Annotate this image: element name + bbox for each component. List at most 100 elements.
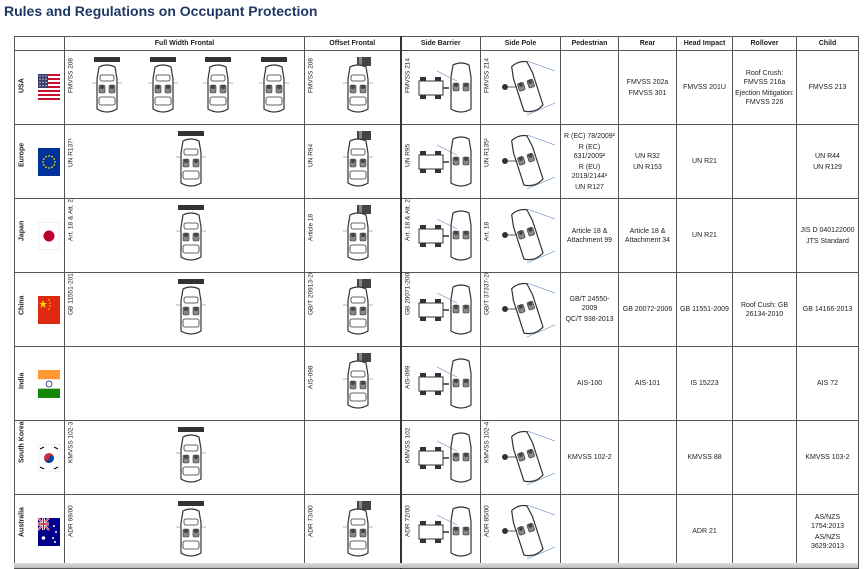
rear-cell	[618, 494, 677, 569]
japan-flag-icon	[38, 221, 60, 250]
car-crash-diagram	[343, 204, 374, 261]
regulation-label: Article 18	[307, 213, 315, 241]
country-cell: India	[14, 346, 65, 421]
regulation-text: Article 18 & Attachment 34	[624, 227, 671, 244]
pedestrian-cell: Article 18 & Attachment 99	[560, 198, 619, 273]
regulation-text: AS/NZS 1754:2013	[810, 513, 845, 530]
regulation-label: FMVSS 208	[67, 57, 75, 93]
country-name: USA	[18, 77, 26, 93]
country-name: South Korea	[18, 420, 26, 463]
regulation-text: KMVSS 102-2	[567, 454, 612, 461]
regulation-label: FMVSS 214	[404, 57, 411, 93]
regulation-text: R (EU) 2019/2144²	[571, 163, 608, 180]
regulation-label: UN R95	[404, 143, 411, 167]
rollover-cell	[732, 420, 797, 495]
regulation-text: JTS Standard	[806, 237, 849, 245]
side-pole-cell: KMVSS 102-4	[480, 420, 561, 495]
regulation-text: IS 15223	[690, 380, 719, 387]
country-cell: China	[14, 272, 65, 347]
regulation-label: FMVSS 214	[483, 57, 491, 93]
regulation-label: ADR 69/00	[67, 504, 75, 537]
regulation-text: Article 18 & Attachment 99	[566, 227, 613, 244]
side-pole-diagram	[501, 282, 555, 337]
regulation-label: GB 11551-2014	[67, 272, 75, 315]
column-header-3: Side Barrier	[399, 36, 481, 51]
side-barrier-cell: Art. 18 & Att. 24	[399, 198, 481, 273]
regulation-text: UN R127	[575, 183, 604, 191]
car-crash-diagram	[175, 130, 206, 187]
head-impact-cell: ADR 21	[676, 494, 733, 569]
regulation-text: FMVSS 301	[628, 89, 667, 97]
country-name: Europe	[18, 142, 26, 167]
car-crash-diagram	[91, 56, 122, 113]
column-header-0	[14, 36, 65, 51]
side-barrier-diagram	[418, 209, 472, 261]
offset-frontal-cell: ADR 73/00	[304, 494, 401, 569]
regulation-label: UN R94	[307, 143, 315, 167]
side-pole-diagram	[501, 430, 555, 485]
car-crash-diagram	[343, 56, 374, 113]
side-barrier-cell: GB 20071-2006	[399, 272, 481, 347]
side-barrier-diagram	[418, 61, 472, 113]
regulation-text: UN R21	[692, 158, 717, 165]
country-cell: Japan	[14, 198, 65, 273]
car-crash-diagram	[147, 56, 178, 113]
side-barrier-diagram	[418, 357, 472, 409]
full-width-frontal-cell: FMVSS 208	[64, 50, 305, 125]
regulation-text: Roof Crush: FMVSS 216a	[743, 69, 786, 86]
regulation-label: KMVSS 102	[404, 427, 411, 463]
country-cell: Europe	[14, 124, 65, 199]
rear-cell: AIS-101	[618, 346, 677, 421]
eu-flag-icon	[38, 147, 60, 176]
side-pole-cell: ADR 85/00	[480, 494, 561, 569]
offset-frontal-cell: AIS-098	[304, 346, 401, 421]
regulation-label: GB/T 37337-2019	[483, 272, 491, 315]
full-width-frontal-cell	[64, 346, 305, 421]
side-barrier-cell: ADR 72/00	[399, 494, 481, 569]
regulation-label: GB/T 20913-2007	[307, 272, 315, 315]
regulation-label: ADR 72/00	[404, 504, 411, 537]
full-width-frontal-cell: ADR 69/00	[64, 494, 305, 569]
korea-flag-icon	[38, 443, 60, 472]
car-crash-diagram	[203, 56, 234, 113]
regulation-label: ADR 85/00	[483, 504, 491, 537]
pedestrian-cell: KMVSS 102-2	[560, 420, 619, 495]
column-header-8: Rollover	[732, 36, 797, 51]
offset-frontal-cell: UN R94	[304, 124, 401, 199]
side-pole-diagram	[501, 208, 555, 263]
side-barrier-diagram	[418, 505, 472, 557]
full-width-frontal-cell: Art. 18 & Att. 23	[64, 198, 305, 273]
side-pole-cell: GB/T 37337-2019	[480, 272, 561, 347]
regulation-text: GB 20072-2006	[622, 306, 673, 313]
table-body: USA FMVSS 208	[14, 50, 859, 569]
regulation-text: AIS 72	[816, 380, 838, 387]
car-crash-diagram	[175, 278, 206, 335]
regulation-text: AS/NZS 3629:2013	[810, 533, 845, 550]
india-flag-icon	[38, 369, 60, 398]
rollover-cell	[732, 124, 797, 199]
column-header-7: Head Impact	[676, 36, 733, 51]
regulation-label: AIS-098	[307, 365, 315, 389]
column-header-6: Rear	[618, 36, 677, 51]
column-header-5: Pedestrian	[560, 36, 619, 51]
car-crash-diagram	[259, 56, 290, 113]
car-crash-diagram	[175, 500, 206, 557]
child-cell: FMVSS 213	[796, 50, 859, 125]
regulation-text: UN R153	[633, 163, 662, 171]
head-impact-cell: IS 15223	[676, 346, 733, 421]
side-pole-diagram	[501, 134, 555, 189]
pedestrian-cell	[560, 494, 619, 569]
side-barrier-diagram	[418, 283, 472, 335]
head-impact-cell: UN R21	[676, 124, 733, 199]
regulation-text: AIS-100	[576, 380, 603, 387]
offset-frontal-cell: GB/T 20913-2007	[304, 272, 401, 347]
side-pole-cell	[480, 346, 561, 421]
regulation-text: ADR 21	[692, 528, 717, 535]
regulation-label: UN R137¹	[67, 137, 75, 167]
